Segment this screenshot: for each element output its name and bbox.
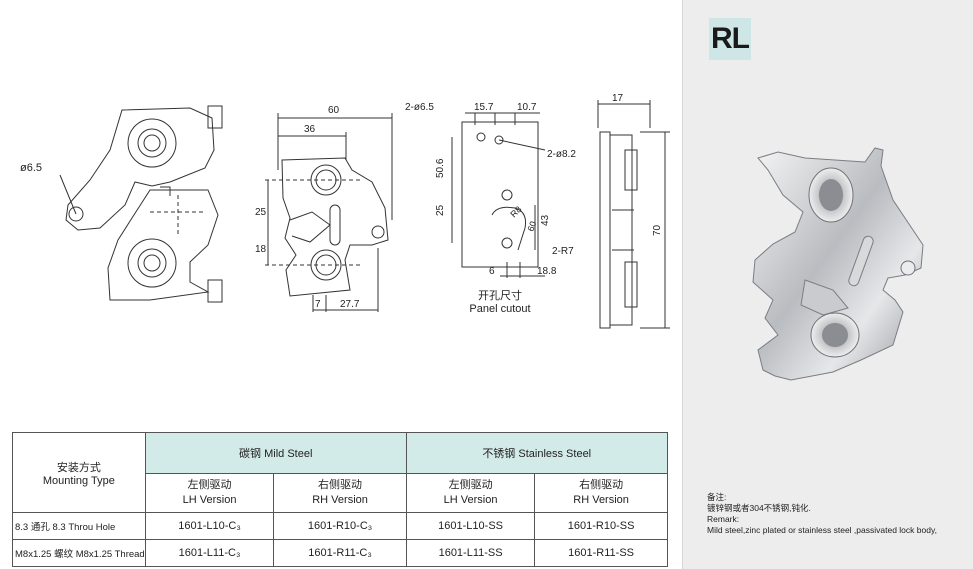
remark-cn-text: 镀锌钢或者304不锈钢,钝化. — [707, 503, 811, 513]
panel-cutout-drawing — [451, 112, 546, 278]
dim-7: 7 — [315, 299, 321, 310]
mounting-type-header: 安装方式 Mounting Type — [12, 432, 146, 513]
dim-17: 17 — [612, 93, 624, 104]
product-photo — [752, 147, 924, 381]
cutout-caption-en: Panel cutout — [469, 303, 531, 315]
technical-drawings: ø6.5 60 36 25 18 7 27.7 — [20, 93, 670, 329]
front-dia-label: ø6.5 — [20, 162, 42, 174]
cutout-hole-label: 2-ø6.5 — [405, 102, 434, 113]
remark-en-title: Remark: — [707, 514, 740, 524]
remark: 备注: 镀锌钢或者304不锈钢,钝化. Remark: Mild steel,z… — [707, 492, 937, 536]
dim-36: 36 — [304, 124, 316, 135]
rl-badge: RL — [709, 18, 751, 60]
stainless-header: 不锈钢 Stainless Steel — [405, 432, 668, 474]
dim-2-r7: 2-R7 — [552, 246, 574, 257]
side-view-drawing — [597, 100, 670, 329]
table-row: M8x1.25 螺纹 M8x1.25 Thread 1601-L11-C₃ 16… — [12, 539, 668, 567]
dim-15-7: 15.7 — [474, 102, 494, 113]
dim-25: 25 — [255, 207, 267, 218]
dim-18-8: 18.8 — [537, 266, 557, 277]
dim-60-angle: 60 — [525, 220, 538, 233]
spec-table: 安装方式 Mounting Type 碳钢 Mild Steel 不锈钢 Sta… — [12, 432, 668, 567]
side-panel: RL 备注: 镀锌钢或者304不锈钢,钝化. Remark: M — [682, 0, 973, 569]
dim-6: 6 — [489, 266, 495, 277]
dim-27-7: 27.7 — [340, 299, 360, 310]
mild-steel-header: 碳钢 Mild Steel — [144, 432, 407, 474]
dim-60: 60 — [328, 105, 340, 116]
front-view-drawing — [59, 105, 223, 303]
drawing-area: ø6.5 60 36 25 18 7 27.7 — [12, 93, 670, 567]
dim-50-6: 50.6 — [435, 158, 446, 178]
dim-18: 18 — [255, 244, 267, 255]
cutout-hole2-label: 2-ø8.2 — [547, 149, 576, 160]
dim-70: 70 — [652, 224, 663, 236]
dim-cutout-25: 25 — [435, 204, 446, 216]
dim-43: 43 — [540, 214, 551, 226]
dim-10-7: 10.7 — [517, 102, 537, 113]
remark-en-text: Mild steel,zinc plated or stainless stee… — [707, 525, 937, 535]
panel-cutout-caption: 开孔尺寸 Panel cutout — [455, 290, 545, 316]
middle-view-drawing — [265, 113, 393, 312]
dim-r8: R8 — [508, 204, 523, 219]
remark-cn-title: 备注: — [707, 492, 727, 502]
table-row: 8.3 通孔 8.3 Throu Hole 1601-L10-C₃ 1601-R… — [12, 512, 668, 540]
cutout-caption-cn: 开孔尺寸 — [478, 290, 522, 302]
